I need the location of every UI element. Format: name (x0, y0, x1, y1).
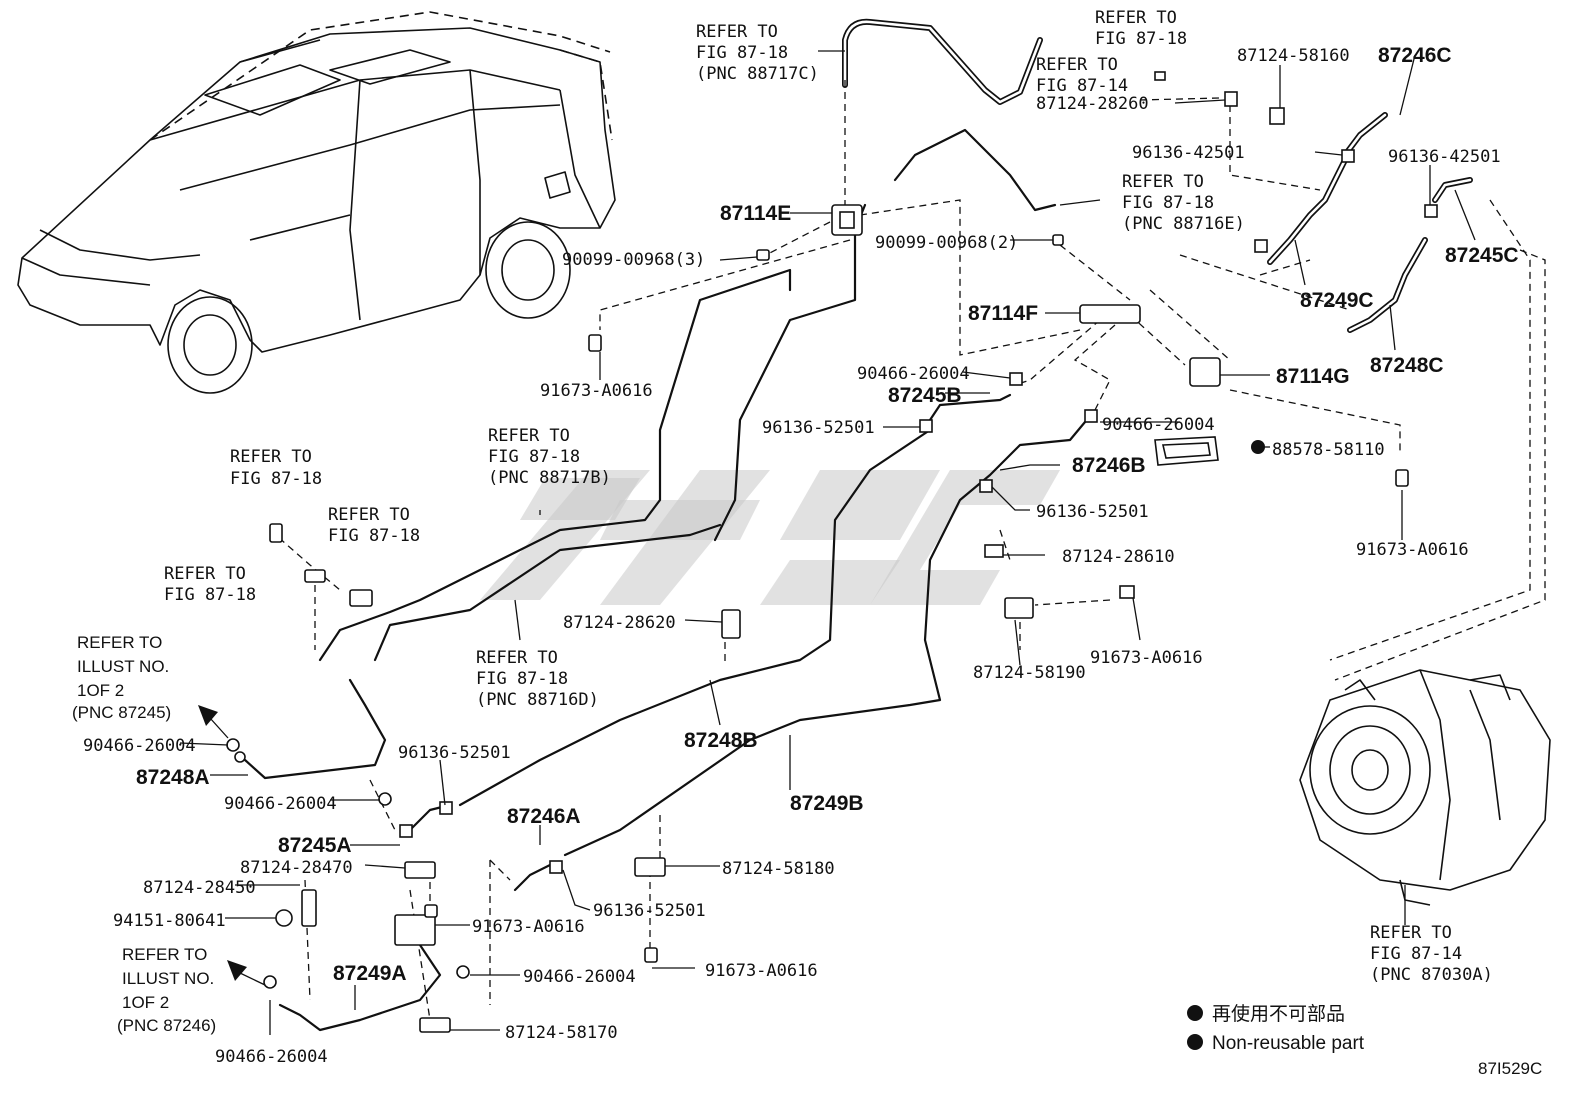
part-90466-26004-d: 90466-26004 (224, 794, 337, 814)
callout-87245C: 87245C (1445, 244, 1519, 267)
part-91673-A0616-e: 91673-A0616 (705, 961, 818, 981)
callout-87249B: 87249B (790, 792, 864, 815)
callout-87249C: 87249C (1300, 289, 1374, 312)
legend-text-en: Non-reusable part (1212, 1033, 1365, 1054)
part-88578-58110: 88578-58110 (1272, 440, 1385, 460)
dash-lines (269, 80, 1546, 1021)
callout-87245B: 87245B (888, 384, 962, 407)
refer-r4: REFER TO FIG 87-18 (PNC 88716E) (1122, 172, 1245, 234)
callout-87249A: 87249A (333, 962, 407, 985)
part-91673-A0616-c: 91673-A0616 (1090, 648, 1203, 668)
watermark (480, 470, 1060, 605)
callout-87248A: 87248A (136, 766, 210, 789)
refer-r10: REFER TO FIG 87-18 (PNC 88716D) (476, 648, 599, 710)
part-87124-28450: 87124-28450 (143, 878, 256, 898)
part-96136-42501-b: 96136-42501 (1388, 147, 1501, 167)
part-87124-28470: 87124-28470 (240, 858, 353, 878)
part-96136-52501-a: 96136-52501 (762, 418, 875, 438)
part-96136-52501-d: 96136-52501 (593, 901, 706, 921)
arrows (198, 705, 266, 986)
part-91673-A0616-d: 91673-A0616 (472, 917, 585, 937)
legend-dot-jp (1187, 1005, 1203, 1021)
part-94151-80641: 94151-80641 (113, 911, 226, 931)
callout-87248C: 87248C (1370, 354, 1444, 377)
part-87124-58160: 87124-58160 (1237, 46, 1350, 66)
part-90466-26004-c: 90466-26004 (83, 736, 196, 756)
refer-labels: REFER TO FIG 87-18 (PNC 88717C) REFER TO… (72, 8, 1493, 1035)
part-87124-28620: 87124-28620 (563, 613, 676, 633)
part-87124-58180: 87124-58180 (722, 859, 835, 879)
part-87124-28610: 87124-28610 (1062, 547, 1175, 567)
part-90099-00968-2: 90099-00968(2) (875, 233, 1018, 253)
part-87124-28260: 87124-28260 (1036, 94, 1149, 114)
callout-labels: 87114E 87114F 87114G 87245A 87245B 87245… (136, 44, 1519, 985)
legend: 再使用不可部品 Non-reusable part (1187, 1003, 1365, 1054)
callout-87248B: 87248B (684, 729, 758, 752)
part-96136-52501-b: 96136-52501 (1036, 502, 1149, 522)
part-96136-42501-a: 96136-42501 (1132, 143, 1245, 163)
part-87124-58170: 87124-58170 (505, 1023, 618, 1043)
callout-87246B: 87246B (1072, 454, 1146, 477)
callout-87246C: 87246C (1378, 44, 1452, 67)
part-87124-58190: 87124-58190 (973, 663, 1086, 683)
legend-dot-en (1187, 1034, 1203, 1050)
refer-r12: REFER TO FIG 87-14 (PNC 87030A) (1370, 923, 1493, 985)
refer-r8: REFER TO FIG 87-18 (164, 564, 256, 605)
part-90099-00968-3: 90099-00968(3) (562, 250, 705, 270)
callout-87114G: 87114G (1276, 365, 1350, 388)
vehicle-illustration (17, 11, 616, 394)
small-parts (226, 71, 1438, 1033)
part-number-labels: 90099-00968(3) 90099-00968(2) 91673-A061… (83, 46, 1501, 1067)
part-90466-26004-e: 90466-26004 (523, 967, 636, 987)
callout-87114E: 87114E (720, 202, 791, 225)
callout-87114F: 87114F (968, 302, 1038, 325)
legend-text-jp: 再使用不可部品 (1212, 1003, 1345, 1025)
part-90466-26004-f: 90466-26004 (215, 1047, 328, 1067)
refer-r6: REFER TO FIG 87-18 (PNC 88717B) (488, 426, 611, 488)
refer-r11: REFER TO ILLUST NO. 1OF 2 (PNC 87246) (117, 945, 219, 1035)
part-90466-26004-b: 90466-26004 (1102, 415, 1215, 435)
part-91673-A0616-a: 91673-A0616 (540, 381, 653, 401)
refer-r1: REFER TO FIG 87-18 (PNC 88717C) (696, 22, 819, 84)
refer-r7: REFER TO FIG 87-18 (328, 505, 420, 546)
callout-87245A: 87245A (278, 834, 352, 857)
ac-unit-illustration (1299, 669, 1551, 925)
figure-code: 87I529C (1478, 1059, 1542, 1078)
refer-r2: REFER TO FIG 87-18 (1095, 8, 1187, 49)
refer-r3: REFER TO FIG 87-14 (1036, 55, 1128, 96)
leader-lines (179, 50, 1476, 1035)
refer-r9: REFER TO ILLUST NO. 1OF 2 (PNC 87245) (72, 633, 174, 722)
part-91673-A0616-b: 91673-A0616 (1356, 540, 1469, 560)
part-90466-26004-a: 90466-26004 (857, 364, 970, 384)
callout-87246A: 87246A (507, 805, 581, 828)
refer-r5: REFER TO FIG 87-18 (230, 447, 322, 489)
part-96136-52501-c: 96136-52501 (398, 743, 511, 763)
